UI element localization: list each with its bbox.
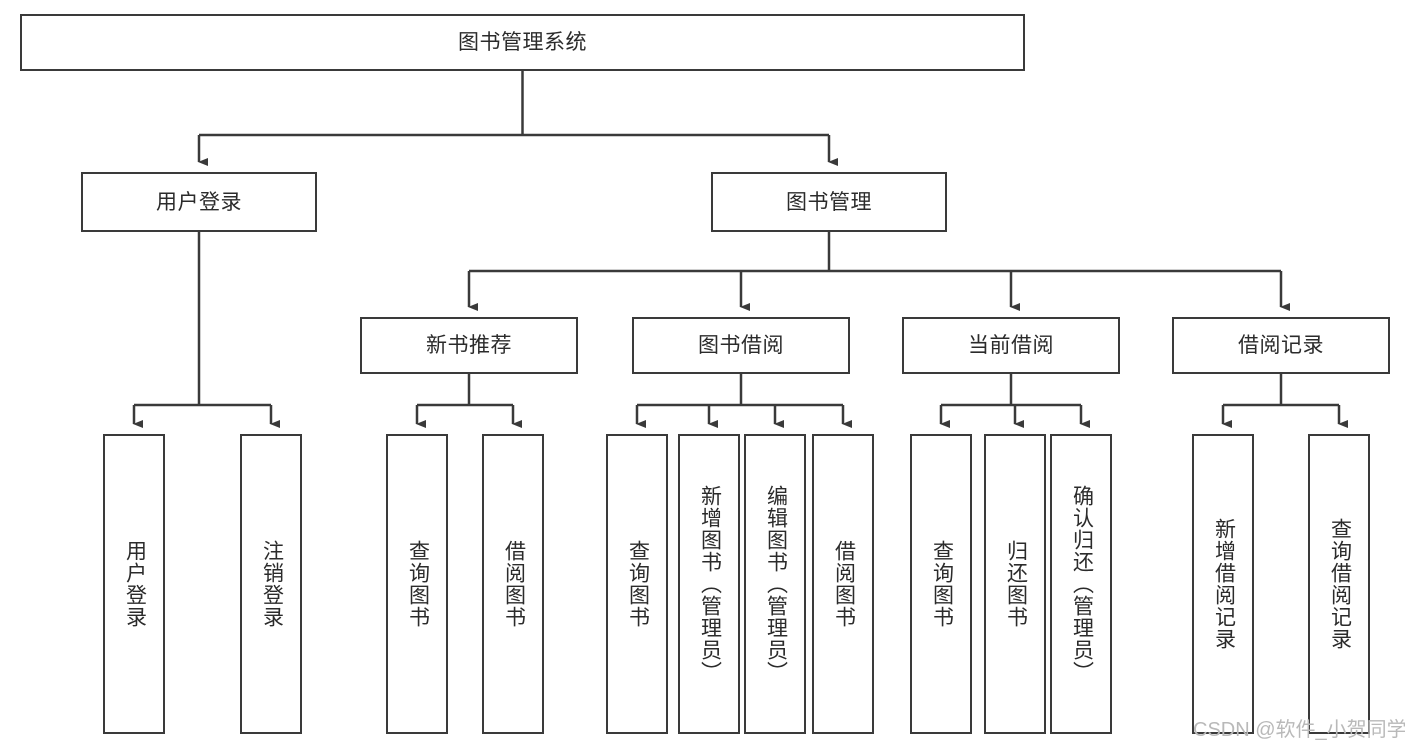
node-label: 当前借阅 [968, 334, 1054, 357]
node-label: 确认归还（管理员） [1070, 485, 1094, 683]
node-leaf-return-book[interactable]: 归还图书 [984, 434, 1046, 734]
node-leaf-query-book-rec[interactable]: 查询图书 [386, 434, 448, 734]
node-leaf-add-book[interactable]: 新增图书（管理员） [678, 434, 740, 734]
node-label: 借阅记录 [1238, 334, 1324, 357]
node-label: 归还图书 [1004, 540, 1028, 628]
node-label: 借阅图书 [832, 540, 856, 628]
node-label: 查询借阅记录 [1328, 518, 1352, 650]
node-label: 用户登录 [156, 190, 242, 214]
node-label: 查询图书 [626, 540, 650, 628]
node-leaf-edit-book[interactable]: 编辑图书（管理员） [744, 434, 806, 734]
node-label: 用户登录 [123, 540, 147, 628]
node-label: 图书管理系统 [458, 31, 587, 54]
node-leaf-logout[interactable]: 注销登录 [240, 434, 302, 734]
node-label: 查询图书 [930, 540, 954, 628]
node-label: 借阅图书 [502, 540, 526, 628]
node-label: 新书推荐 [426, 334, 512, 357]
node-leaf-borrow-book-rec[interactable]: 借阅图书 [482, 434, 544, 734]
node-user-login[interactable]: 用户登录 [81, 172, 317, 232]
node-label: 新增图书（管理员） [698, 485, 722, 683]
node-current-borrow[interactable]: 当前借阅 [902, 317, 1120, 374]
node-book-manage[interactable]: 图书管理 [711, 172, 947, 232]
node-label: 注销登录 [260, 540, 284, 628]
node-label: 新增借阅记录 [1212, 518, 1236, 650]
node-leaf-user-login[interactable]: 用户登录 [103, 434, 165, 734]
node-label: 图书借阅 [698, 334, 784, 357]
node-label: 查询图书 [406, 540, 430, 628]
node-borrow-record[interactable]: 借阅记录 [1172, 317, 1390, 374]
node-leaf-borrow-book-b[interactable]: 借阅图书 [812, 434, 874, 734]
node-leaf-query-borrow-record[interactable]: 查询借阅记录 [1308, 434, 1370, 734]
node-label: 编辑图书（管理员） [764, 485, 788, 683]
node-leaf-add-borrow-record[interactable]: 新增借阅记录 [1192, 434, 1254, 734]
node-leaf-query-book-cur[interactable]: 查询图书 [910, 434, 972, 734]
node-book-borrow[interactable]: 图书借阅 [632, 317, 850, 374]
node-root[interactable]: 图书管理系统 [20, 14, 1025, 71]
node-leaf-query-book-borrow[interactable]: 查询图书 [606, 434, 668, 734]
node-label: 图书管理 [786, 190, 872, 214]
node-leaf-confirm-return[interactable]: 确认归还（管理员） [1050, 434, 1112, 734]
watermark-text: CSDN @软件_小贺同学 [1193, 719, 1405, 741]
node-new-book-recommend[interactable]: 新书推荐 [360, 317, 578, 374]
